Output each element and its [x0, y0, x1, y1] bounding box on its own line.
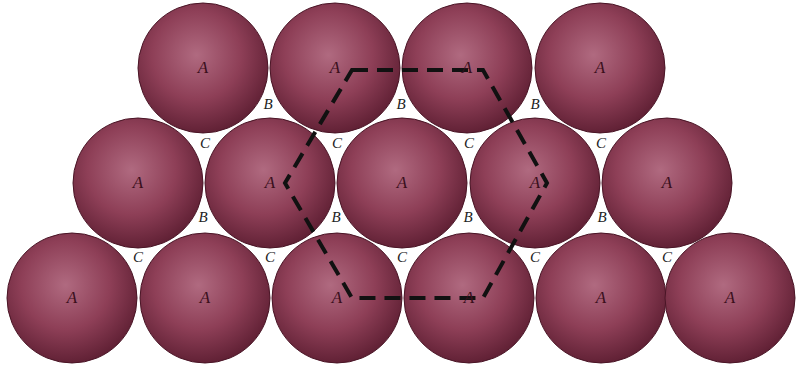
atom-sphere: A	[469, 117, 601, 249]
site-letter: A	[133, 173, 143, 193]
site-letter: A	[595, 58, 605, 78]
site-letter: A	[198, 58, 208, 78]
site-letter: A	[725, 288, 735, 308]
site-letter: A	[662, 173, 672, 193]
void-site-label: C	[662, 250, 672, 265]
void-site-label: C	[332, 136, 342, 151]
void-site-label: B	[530, 97, 539, 112]
site-letter: A	[397, 173, 407, 193]
atom-sphere: A	[535, 232, 667, 364]
void-site-label: B	[198, 210, 207, 225]
void-site-label: B	[331, 210, 340, 225]
void-site-label: C	[596, 136, 606, 151]
atom-sphere: A	[72, 117, 204, 249]
void-site-label: C	[464, 136, 474, 151]
site-letter: A	[462, 58, 472, 78]
site-letter: A	[332, 288, 342, 308]
atom-sphere: A	[6, 232, 138, 364]
atom-sphere: A	[204, 117, 336, 249]
atom-sphere: A	[137, 2, 269, 134]
dashed-hexagon	[285, 70, 547, 298]
atom-sphere: A	[401, 2, 533, 134]
void-site-label: B	[396, 97, 405, 112]
void-site-label: B	[463, 210, 472, 225]
site-letter: A	[200, 288, 210, 308]
site-letter: A	[464, 288, 474, 308]
atom-sphere: A	[664, 232, 796, 364]
atom-sphere: A	[139, 232, 271, 364]
atom-sphere: A	[271, 232, 403, 364]
void-site-label: C	[133, 250, 143, 265]
atom-sphere: A	[601, 117, 733, 249]
void-site-label: C	[265, 250, 275, 265]
void-site-label: C	[200, 136, 210, 151]
void-site-label: B	[263, 97, 272, 112]
site-letter: A	[265, 173, 275, 193]
site-letter: A	[67, 288, 77, 308]
void-site-label: B	[597, 210, 606, 225]
void-site-label: C	[397, 250, 407, 265]
site-letter: A	[596, 288, 606, 308]
atom-sphere: A	[336, 117, 468, 249]
void-site-label: C	[530, 250, 540, 265]
site-letter: A	[330, 58, 340, 78]
site-letter: A	[530, 173, 540, 193]
atom-sphere: A	[534, 2, 666, 134]
